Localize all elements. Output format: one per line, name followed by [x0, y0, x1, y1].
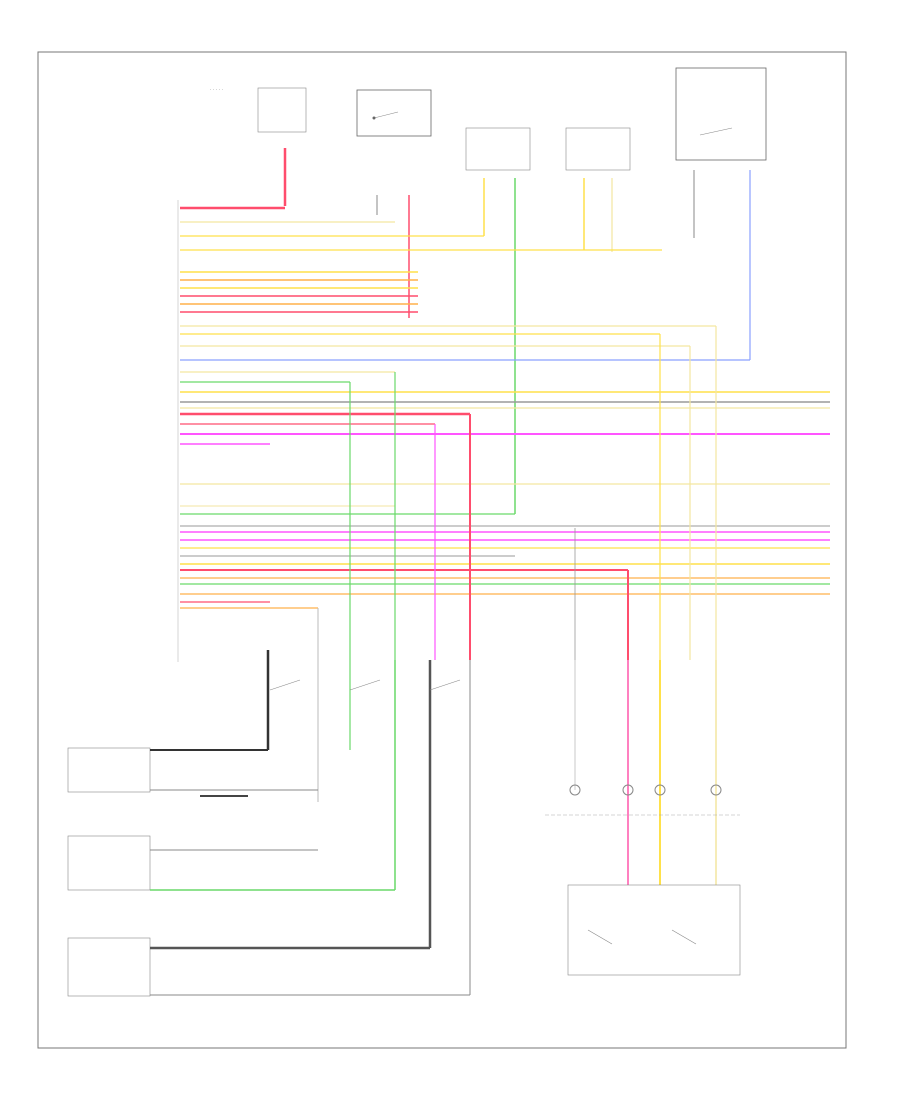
top-component-1: . . . . . — [210, 87, 307, 133]
top-component-4 — [565, 127, 631, 171]
lower-switch-groups — [266, 608, 471, 995]
harness-wires — [180, 206, 830, 609]
bottom-left-switches — [67, 747, 470, 997]
vertical-trunks — [349, 326, 717, 890]
top-component-2 — [356, 89, 432, 137]
svg-text:. . . . .: . . . . . — [210, 87, 223, 92]
diagram-border — [37, 51, 847, 1049]
top-component-5 — [675, 67, 767, 161]
bottom-right-assembly — [545, 660, 741, 976]
top-component-3 — [465, 127, 531, 171]
